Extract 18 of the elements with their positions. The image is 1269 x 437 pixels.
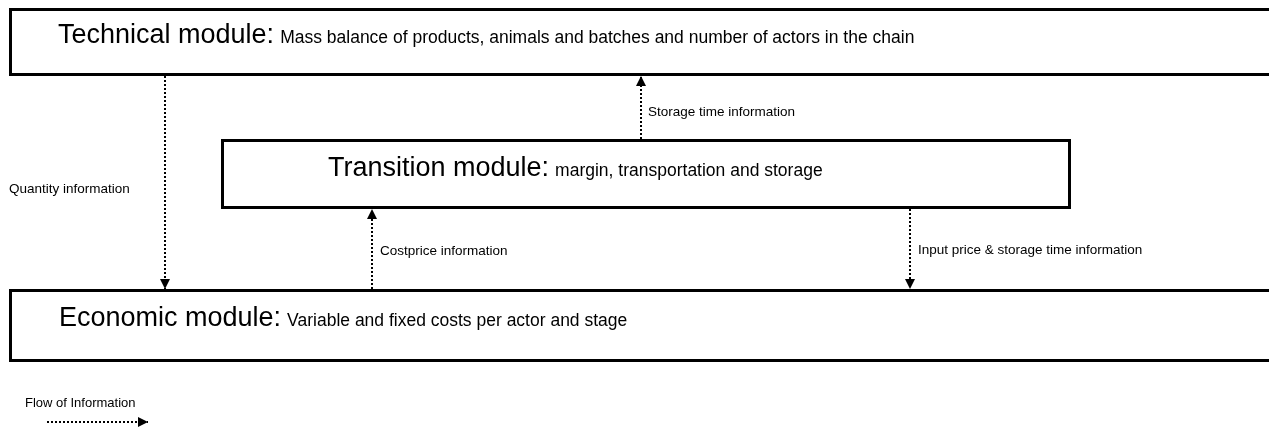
- legend-text: Flow of Information: [25, 395, 136, 410]
- edge-label: Storage time information: [648, 104, 796, 119]
- module-description: Variable and fixed costs per actor and stage: [287, 310, 628, 331]
- module-description: Mass balance of products, animals and batches and number of actors in the chain: [280, 27, 915, 48]
- module-box: [9, 289, 1269, 362]
- dotted-arrow: [905, 208, 915, 290]
- dotted-arrow: [160, 75, 170, 290]
- module-title: Transition module:: [328, 152, 550, 183]
- module-box: [221, 139, 1071, 209]
- module-description: margin, transportation and storage: [555, 160, 823, 181]
- module-box: [9, 8, 1269, 76]
- edge-label: Costprice information: [380, 243, 508, 258]
- module-title: Economic module:: [59, 302, 282, 333]
- dotted-arrow: [367, 208, 377, 290]
- edge-label: Input price & storage time information: [918, 242, 1143, 257]
- module-title: Technical module:: [58, 19, 275, 50]
- dotted-arrow: [636, 75, 646, 140]
- edge-label: Quantity information: [9, 181, 130, 196]
